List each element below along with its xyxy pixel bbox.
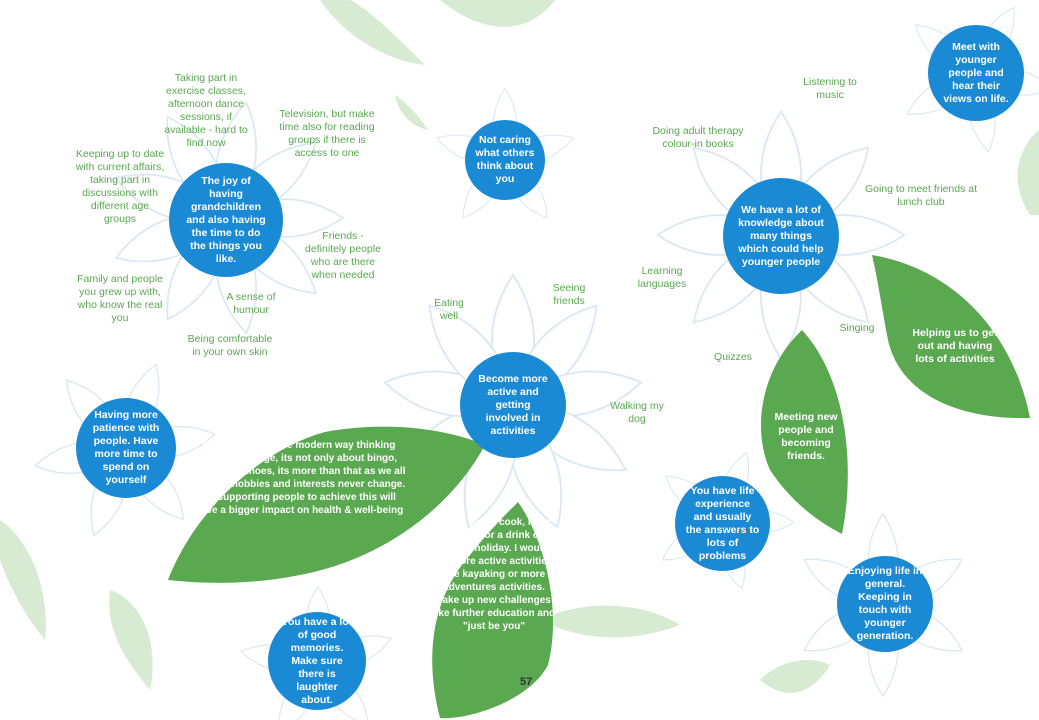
petal-listening: Listening to music <box>803 76 857 101</box>
petal-current-affairs: Keeping up to date with current affairs,… <box>75 148 165 225</box>
bubble-meet-younger: Meet with younger people and hear their … <box>928 25 1024 121</box>
bubble-enjoying: Enjoying life in general. Keeping in tou… <box>837 556 933 652</box>
light-leaves <box>0 0 1039 693</box>
leaf-helping <box>872 255 1030 419</box>
leaf-walk-paint <box>432 502 554 719</box>
bubble-knowledge: We have a lot of knowledge about many th… <box>723 178 839 294</box>
petal-eating: Eating well <box>434 297 464 322</box>
leaf-modern-way-text: By becoming more modern way thinking abo… <box>192 440 406 516</box>
petal-quizzes: Quizzes <box>714 351 752 363</box>
bubble-memories: You have a lot of good memories. Make su… <box>268 612 366 710</box>
bubble-life-experience: You have life experience and usually the… <box>675 476 770 571</box>
leaf-walk-paint-text: I walk, paint, cook, meet friends for a … <box>432 517 556 632</box>
petal-adult-therapy: Doing adult therapy colour-in books <box>652 125 744 150</box>
leaf-modern-way <box>168 426 485 583</box>
petal-seeing-friends: Seeing friends <box>552 282 586 307</box>
petal-lunch-club: Going to meet friends at lunch club <box>864 183 978 208</box>
petal-exercise: Taking part in exercise classes, afterno… <box>164 72 248 149</box>
petal-languages: Learning languages <box>637 265 687 290</box>
petal-television: Television, but make time also for readi… <box>279 108 375 159</box>
leaf-helping-text: Helping us to get out and having lots of… <box>912 327 998 365</box>
bubble-not-caring: Not caring what others think about you <box>465 120 545 200</box>
leaf-meeting-new <box>760 330 848 534</box>
bubble-center: Become more active and getting involved … <box>460 352 566 458</box>
petal-friends: Friends - definitely people who are ther… <box>305 230 381 281</box>
petal-singing: Singing <box>839 322 875 334</box>
petal-comfortable: Being comfortable in your own skin <box>187 333 273 358</box>
page-number: 57 <box>520 676 533 688</box>
leaf-meeting-new-text: Meeting new people and becoming friends. <box>774 411 838 462</box>
petal-humour: A sense of humour <box>226 291 276 316</box>
bubble-patience: Having more patience with people. Have m… <box>76 398 176 498</box>
petal-family: Family and people you grew up with, who … <box>77 273 163 324</box>
bubble-joy: The joy of having grandchildren and also… <box>169 163 283 277</box>
petal-walking: Walking my dog <box>610 400 664 425</box>
